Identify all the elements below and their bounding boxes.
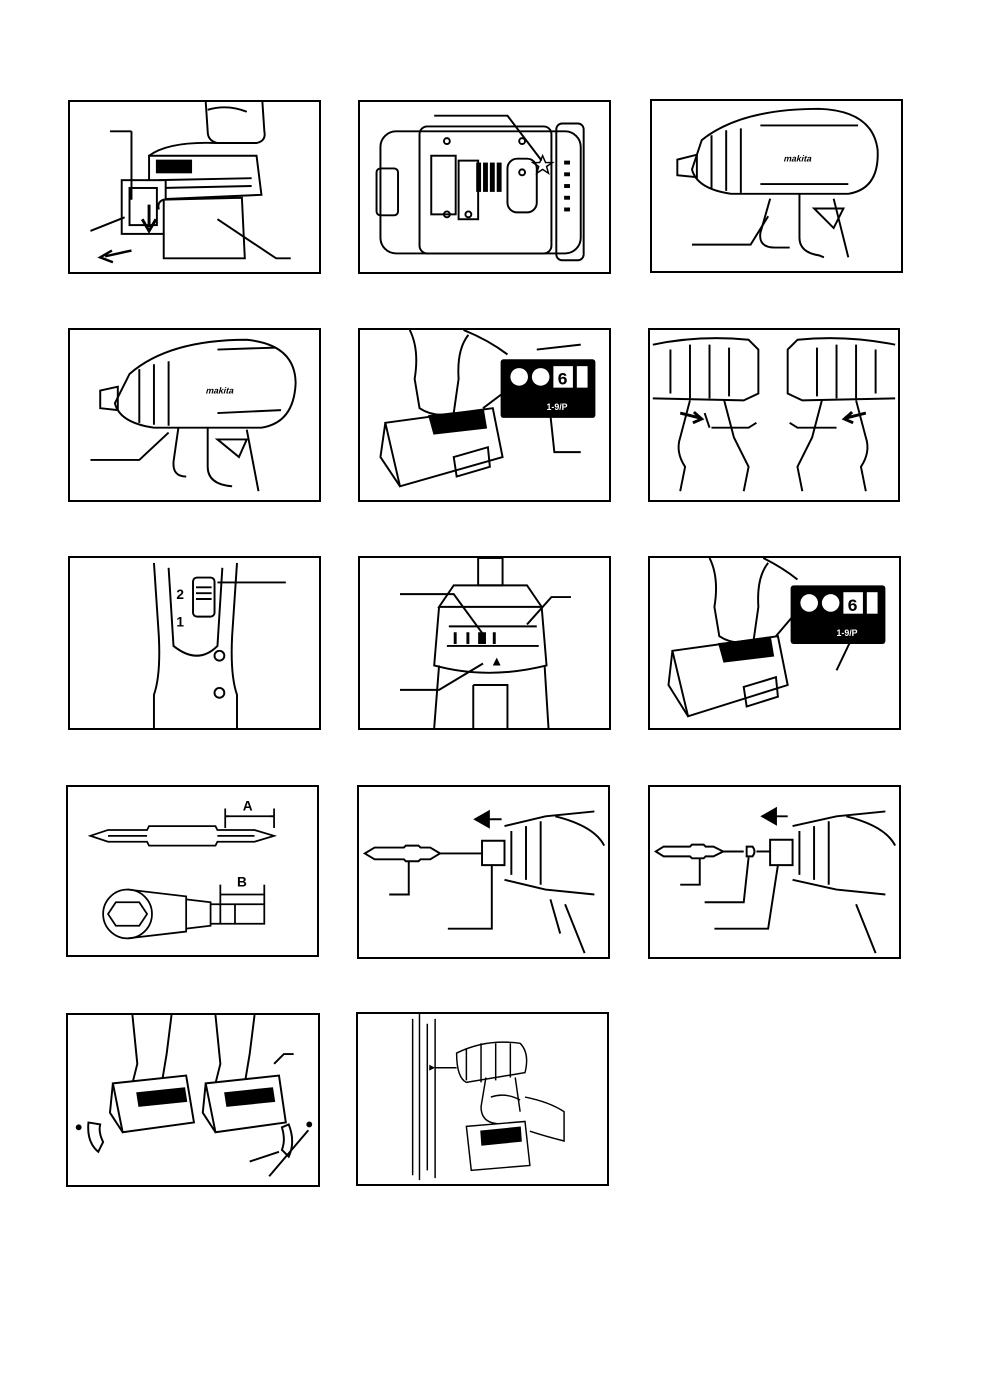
figure-8-mode-ring bbox=[358, 556, 611, 730]
figure-7-speed-change: 2 1 bbox=[68, 556, 321, 730]
figure-6-reversing-switch bbox=[648, 328, 900, 502]
speed-label-2: 2 bbox=[176, 587, 184, 602]
makita-logo-fig3: makita bbox=[783, 154, 814, 164]
figure-13-hook-installation bbox=[66, 1013, 320, 1187]
figure-11-bit-insertion bbox=[357, 785, 610, 959]
reversing-switch-illustration bbox=[650, 330, 898, 500]
figure-1-battery-removal bbox=[68, 100, 321, 274]
figure-2-battery-terminals bbox=[358, 100, 611, 274]
figure-5-control-panel-lamp: 6 1-9/P bbox=[358, 328, 611, 502]
figure-9-battery-indicator: 6 1-9/P bbox=[648, 556, 901, 730]
battery-indicator-illustration: 6 1-9/P bbox=[650, 558, 899, 728]
makita-logo-fig4: makita bbox=[205, 386, 236, 396]
figure-14-screwdriving bbox=[356, 1012, 609, 1186]
figure-4-front-lamp: makita bbox=[68, 328, 321, 502]
bit-dimensions-illustration: A B bbox=[68, 787, 317, 955]
panel-range-fig5: 1-9/P bbox=[547, 402, 568, 412]
panel-digit-fig5: 6 bbox=[557, 371, 568, 391]
battery-removal-illustration bbox=[70, 102, 319, 272]
front-lamp-illustration: makita bbox=[70, 330, 319, 500]
speed-change-illustration: 2 1 bbox=[70, 558, 319, 728]
battery-terminals-illustration bbox=[360, 102, 609, 272]
figure-3-switch-trigger: makita bbox=[650, 99, 903, 273]
bit-insertion-illustration bbox=[359, 787, 608, 957]
panel-range-fig9: 1-9/P bbox=[837, 628, 858, 638]
screwdriving-illustration bbox=[358, 1014, 607, 1184]
speed-label-1: 1 bbox=[176, 614, 184, 629]
figure-10-bit-dimensions: A B bbox=[66, 785, 319, 957]
control-panel-display: 6 1-9/P bbox=[501, 359, 596, 418]
bit-with-piece-illustration bbox=[650, 787, 899, 957]
dimension-label-b: B bbox=[237, 875, 247, 890]
switch-trigger-illustration: makita bbox=[652, 101, 901, 271]
figure-12-bit-with-piece bbox=[648, 785, 901, 959]
control-panel-lamp-illustration: 6 1-9/P bbox=[360, 330, 609, 500]
panel-digit-fig9: 6 bbox=[847, 597, 858, 617]
control-panel-display-fig9: 6 1-9/P bbox=[791, 585, 886, 644]
hook-installation-illustration bbox=[68, 1015, 318, 1185]
dimension-label-a: A bbox=[243, 798, 253, 813]
mode-ring-illustration bbox=[360, 558, 609, 728]
